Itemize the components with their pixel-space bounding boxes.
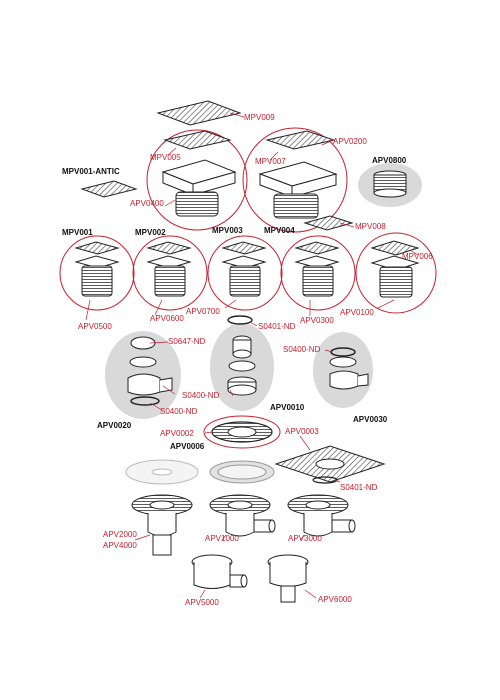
label-apv0006: APV0006 bbox=[170, 442, 205, 451]
label-s0400-nd-right: S0400-ND bbox=[283, 345, 321, 354]
label-mpv009: MPV009 bbox=[244, 113, 275, 122]
apv0600-circle bbox=[132, 235, 208, 311]
label-apv6000: APV6000 bbox=[318, 595, 352, 604]
label-apv0100: APV0100 bbox=[340, 308, 374, 317]
apv0500-body bbox=[74, 241, 120, 297]
apv0300-circle bbox=[280, 235, 356, 311]
apv0600-body bbox=[146, 241, 192, 297]
label-s0400-nd-left: S0400-ND bbox=[160, 407, 198, 416]
apv0400-thread bbox=[175, 191, 219, 217]
apv2000-drain bbox=[131, 494, 193, 556]
label-mpv005: MPV005 bbox=[150, 153, 181, 162]
label-apv1000: APV1000 bbox=[205, 534, 239, 543]
mpv007-grate-shape bbox=[265, 130, 336, 150]
apv6000-drain bbox=[267, 554, 309, 603]
label-mpv003: MPV003 bbox=[212, 226, 243, 235]
label-apv5000: APV5000 bbox=[185, 598, 219, 607]
label-mpv002: MPV002 bbox=[135, 228, 166, 237]
label-apv4000: APV4000 bbox=[103, 541, 137, 550]
mpv009-grate-shape bbox=[156, 100, 242, 126]
s0401-nd-ring-shape bbox=[227, 315, 253, 325]
label-s0401-nd-bottom: S0401-ND bbox=[340, 483, 378, 492]
label-apv0200: APV0200 bbox=[333, 137, 367, 146]
apv0020-parts bbox=[127, 336, 173, 406]
label-apv0020: APV0020 bbox=[97, 421, 132, 430]
label-apv0002: APV0002 bbox=[160, 429, 194, 438]
label-apv2000: APV2000 bbox=[103, 530, 137, 539]
apv0100-circle bbox=[355, 232, 437, 314]
apv0030-parts bbox=[329, 347, 369, 390]
label-s0400-nd-mid: S0400-ND bbox=[182, 391, 220, 400]
apv0200-thread bbox=[273, 193, 319, 219]
apv0300-body bbox=[294, 241, 340, 297]
mpv005-grate-shape bbox=[163, 130, 232, 150]
mpv001-antic-grate-shape bbox=[80, 180, 138, 198]
label-apv0010: APV0010 bbox=[270, 403, 305, 412]
label-s0647-nd: S0647-ND bbox=[168, 337, 206, 346]
label-apv0700: APV0700 bbox=[186, 307, 220, 316]
apv5000-drain bbox=[191, 554, 248, 589]
label-mpv004: MPV004 bbox=[264, 226, 295, 235]
label-apv0003: APV0003 bbox=[285, 427, 319, 436]
label-apv0400: APV0400 bbox=[130, 199, 164, 208]
apv0700-body bbox=[221, 241, 267, 297]
label-mpv006: MPV006 bbox=[402, 252, 433, 261]
apv1000-drain bbox=[209, 494, 276, 537]
label-apv0500: APV0500 bbox=[78, 322, 112, 331]
label-mpv001: MPV001 bbox=[62, 228, 93, 237]
apv0100-body bbox=[370, 240, 420, 298]
apv0700-circle bbox=[207, 235, 283, 311]
apv0500-circle bbox=[59, 235, 135, 311]
label-mpv007: MPV007 bbox=[255, 157, 286, 166]
label-apv0030: APV0030 bbox=[353, 415, 388, 424]
label-apv0800: APV0800 bbox=[372, 156, 407, 165]
label-mpv001-antic: MPV001-ANTIC bbox=[62, 167, 120, 176]
apv0002-circle bbox=[203, 415, 281, 449]
label-s0401-nd-top: S0401-ND bbox=[258, 322, 296, 331]
mpv008-grate-shape bbox=[303, 215, 354, 231]
label-mpv008: MPV008 bbox=[355, 222, 386, 231]
leader-lines bbox=[85, 112, 419, 599]
apv0400-circle bbox=[146, 129, 248, 231]
label-apv0600: APV0600 bbox=[150, 314, 184, 323]
apv0200-circle bbox=[242, 127, 348, 233]
apv0030-group-bg bbox=[313, 332, 373, 408]
label-apv0300: APV0300 bbox=[300, 316, 334, 325]
label-apv3000: APV3000 bbox=[288, 534, 322, 543]
apv3000-drain bbox=[287, 494, 356, 537]
apv0010-parts bbox=[227, 335, 257, 396]
